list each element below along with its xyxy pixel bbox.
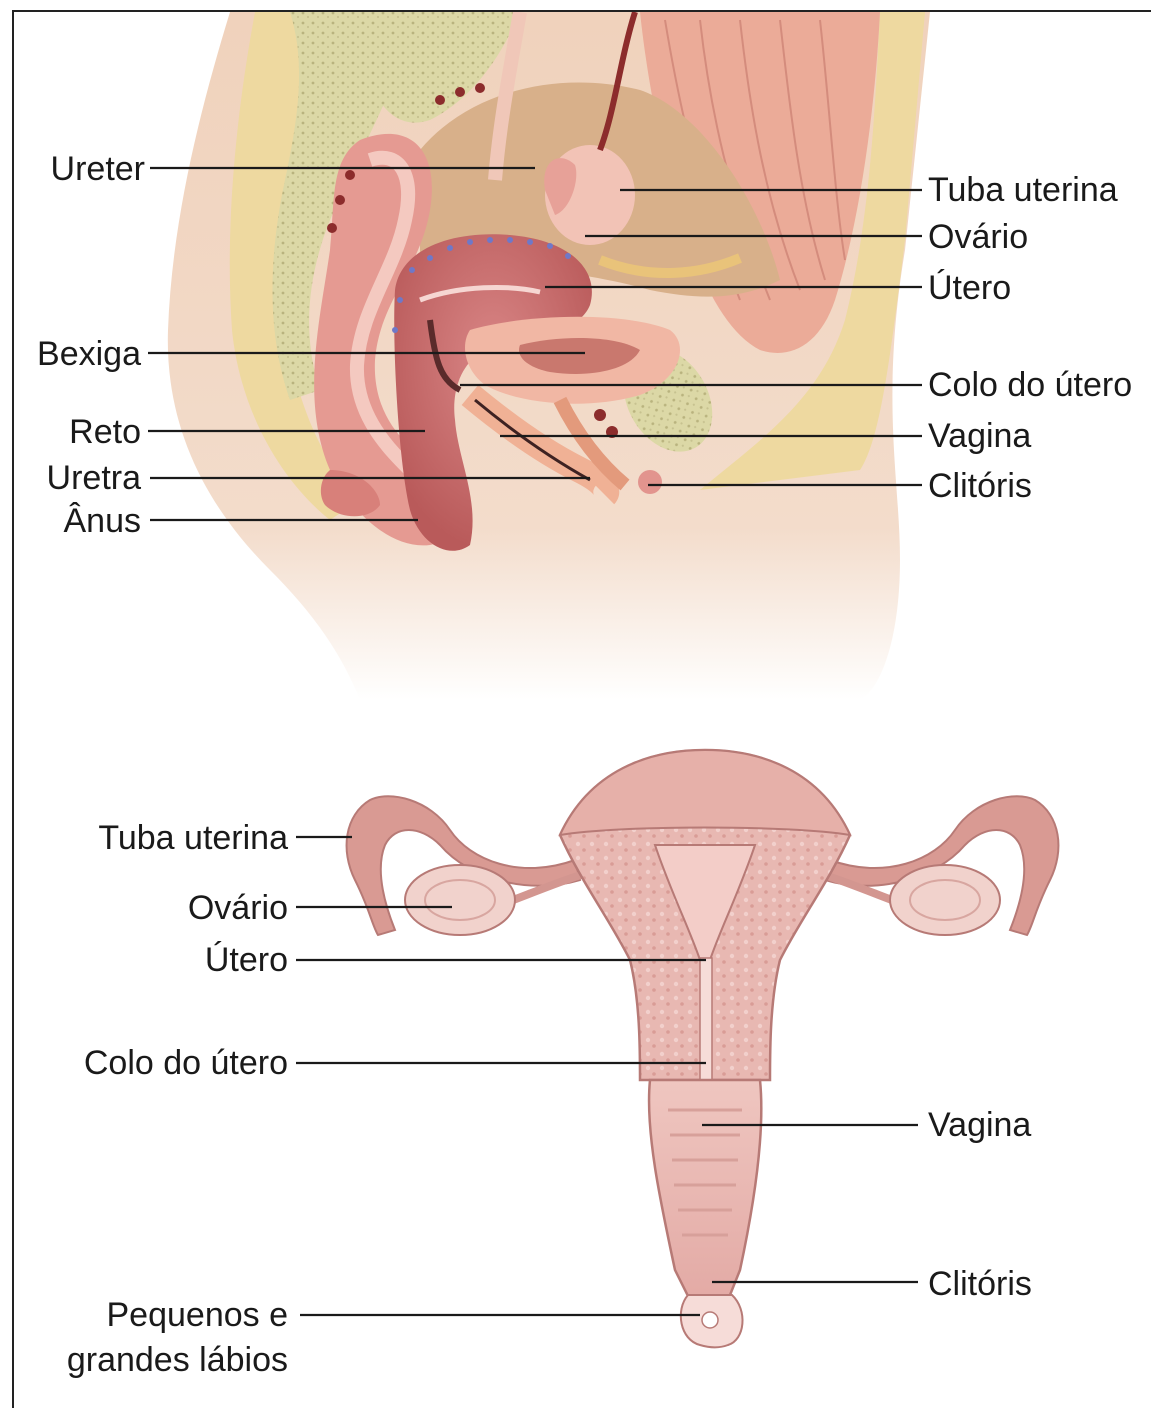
- vagina-frontal: [649, 1080, 761, 1300]
- label-uretra: Uretra: [47, 459, 142, 497]
- label-colo-do-utero: Colo do útero: [928, 366, 1132, 404]
- clitoris-sagittal: [638, 470, 662, 494]
- label-front-colo-do-utero: Colo do útero: [84, 1044, 288, 1082]
- label-vagina: Vagina: [928, 417, 1031, 455]
- frontal-illustration: [347, 750, 1059, 1347]
- label-anus: Ânus: [64, 502, 142, 540]
- cervical-canal: [700, 958, 712, 1083]
- label-front-tuba-uterina: Tuba uterina: [98, 819, 288, 857]
- label-clitoris: Clitóris: [928, 467, 1032, 505]
- label-utero: Útero: [928, 269, 1011, 307]
- label-ureter: Ureter: [51, 150, 145, 188]
- label-front-grandes-labios: grandes lábios: [67, 1341, 288, 1379]
- label-ovario: Ovário: [928, 218, 1028, 256]
- label-front-vagina: Vagina: [928, 1106, 1031, 1144]
- label-front-pequenos-e: Pequenos e: [107, 1296, 289, 1334]
- uterus-fundus: [560, 750, 850, 835]
- frontal-labels: Tuba uterina Ovário Útero Colo do útero …: [67, 819, 1032, 1379]
- label-bexiga: Bexiga: [37, 335, 141, 373]
- label-reto: Reto: [69, 413, 141, 451]
- label-tuba-uterina: Tuba uterina: [928, 171, 1118, 209]
- label-front-utero: Útero: [205, 941, 288, 979]
- label-front-ovario: Ovário: [188, 889, 288, 927]
- label-front-clitoris: Clitóris: [928, 1265, 1032, 1303]
- clitoris-frontal: [702, 1312, 718, 1328]
- sagittal-illustration: [168, 12, 930, 700]
- left-ovary: [405, 865, 515, 935]
- right-ovary: [890, 865, 1000, 935]
